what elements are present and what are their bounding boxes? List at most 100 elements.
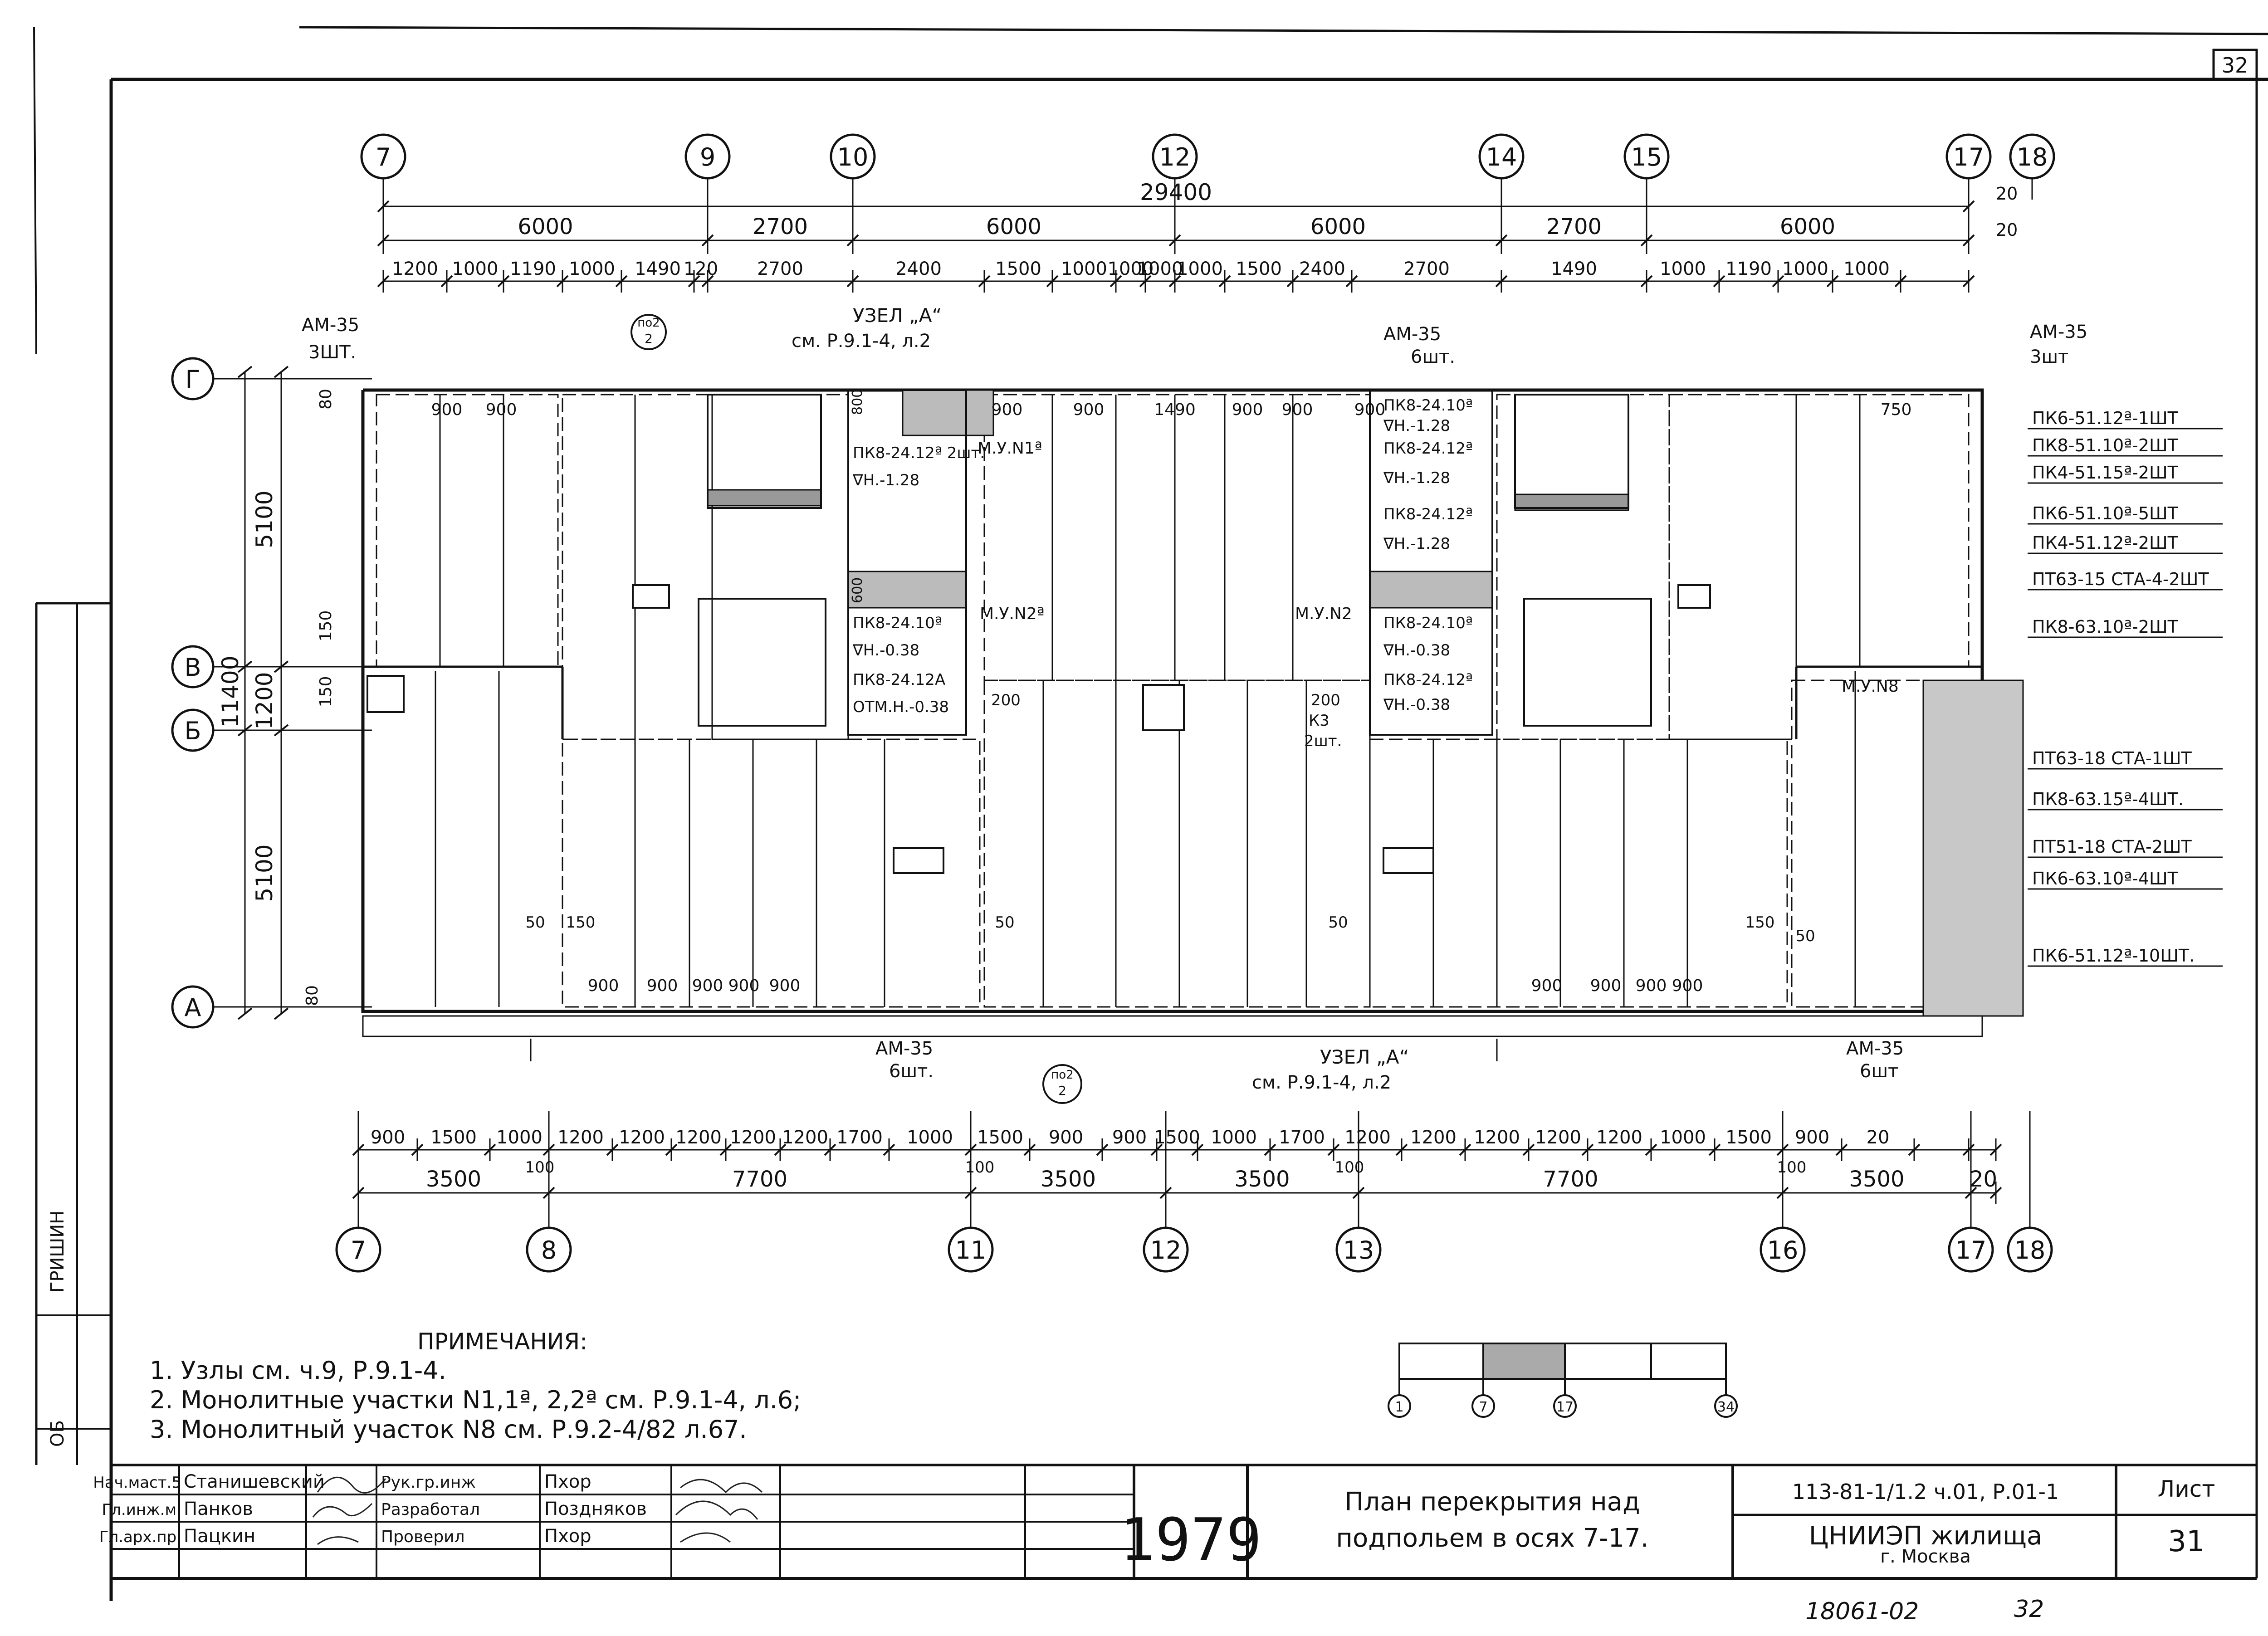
muy8: М.У.N8 [1842,677,1899,696]
bottom-900-2: 900 [692,977,723,995]
dim-bottom-row1-9: 1000 [907,1127,953,1148]
bottom-lintels [362,1015,1983,1061]
small-50-2: 50 [995,913,1014,932]
tb-city: г. Москва [1880,1546,1971,1567]
tb-name-2: Пацкин [184,1526,255,1547]
key-plan-bubble-17 [1553,1394,1577,1418]
tb-role-1: Гл.инж.м. [102,1501,182,1519]
axis-row-label-V: В [184,653,201,682]
tb-name-1: Панков [184,1499,253,1519]
dim-bottom-row1-21: 1000 [1660,1127,1706,1148]
no2-top-sub: 2 [645,331,653,346]
tb-org: ЦНИИЭП жилища [1809,1521,2042,1551]
no2-bot-label: по2 [1051,1068,1073,1082]
schedule-item-10: ПК6-63.10ª-4ШТ [2032,869,2179,889]
top-900-0: 900 [431,400,463,419]
mono-600: 600 [850,577,865,603]
tb-name2-2: Пхор [544,1526,591,1547]
axis-bottom-bubble-11 [948,1226,994,1273]
signatures [312,1476,763,1545]
am35-bl: АМ-35 [875,1038,933,1059]
schedule-item-2: ПК4-51.15ª-2ШТ [2032,463,2179,483]
dim-top-row2-14: 2400 [1299,259,1345,279]
uzel-top: УЗЕЛ „А“ [853,304,942,327]
schedule-item-7: ПТ63-18 СТА-1ШТ [2032,748,2192,768]
uzel-top-ref: см. Р.9.1-4, л.2 [792,331,931,352]
left-strip-text-ob: ОБ [47,1420,68,1447]
slab-panels [435,395,1861,1007]
axis-row-label-A: А [185,993,201,1022]
k3-top: 200 [1311,691,1340,709]
footer-num: 32 [2014,1596,2044,1623]
k3: К3 [1309,712,1330,730]
tb-name2-1: Поздняков [544,1499,647,1519]
muy2a: М.У.N2ª [980,605,1045,623]
top-900-3: 900 [1073,400,1105,419]
dim-bottom-row1-24: 20 [1867,1127,1890,1148]
tb-title-line2: подпольем в осях 7-17. [1336,1524,1648,1553]
schedule-item-8: ПК8-63.15ª-4ШТ. [2032,789,2184,809]
axis-row-bubble-V [171,645,215,689]
no2-bot-sub: 2 [1058,1083,1066,1098]
stair-left-0: ПК8-24.12ª 2шт. [853,444,985,462]
stair-right-8: ПК8-24.12ª [1383,671,1473,689]
dim-bottom-row1-23: 900 [1795,1127,1829,1148]
am35-br: АМ-35 [1846,1038,1904,1059]
bottom-900-3: 900 [728,977,760,995]
notes: ПРИМЕЧАНИЯ: 1. Узлы см. ч.9, Р.9.1-4. 2.… [150,1328,801,1444]
dim-top-right-small-2: 20 [1996,220,2018,240]
dim-top-right-small-1: 20 [1996,184,2018,204]
axis-top-bubble-9 [684,133,731,180]
tb-role2-1: Разработал [381,1500,480,1519]
top-900-1: 900 [486,400,517,419]
axis-bottom-label-12: 12 [1150,1236,1182,1265]
stair-right-labels: ПК8-24.10ª∇Н.-1.28ПК8-24.12ª∇Н.-1.28ПК8-… [1383,396,1473,714]
axis-top-bubble-15 [1623,133,1670,180]
dim-bottom-row2-4: 7700 [1543,1167,1598,1192]
dim-bottom-row1-22: 1500 [1725,1127,1772,1148]
axis-top-label-17: 17 [1953,143,1984,171]
bottom-900-5: 900 [1531,977,1563,995]
am35-tl: АМ-35 [302,315,359,336]
dim-top-total-0: 29400 [1140,179,1212,205]
axis-row-label-B: Б [184,717,201,745]
axis-top-bubble-12 [1152,133,1198,180]
axis-bottom-bubble-13 [1335,1226,1382,1273]
schedule-item-6: ПК8-63.10ª-2ШТ [2032,617,2179,637]
dim-top-row1-4: 2700 [1546,214,1602,239]
dim-bottom-small-3: 100 [1777,1158,1807,1177]
dim-top-row2-15: 2700 [1403,259,1450,279]
dim-bottom-row1-8: 1700 [836,1127,883,1148]
axis-bottom-label-16: 16 [1767,1236,1799,1265]
dim-top-row2-19: 1000 [1782,259,1828,279]
axis-bottom-label-13: 13 [1343,1236,1374,1265]
dim-bottom-row1-15: 1700 [1279,1127,1325,1148]
dim-top-row2-7: 2400 [895,259,942,279]
am35-tr: АМ-35 [2030,322,2087,342]
element-schedule: ПК6-51.12ª-1ШТПК8-51.10ª-2ШТПК4-51.15ª-2… [2028,408,2223,967]
key-plan-label-34: 34 [1717,1399,1735,1415]
stair-left-3: ∇Н.-0.38 [852,641,919,659]
stair-left-labels: ПК8-24.12ª 2шт.∇Н.-1.28ПК8-24.10ª∇Н.-0.3… [852,444,985,716]
tb-role2-0: Рук.гр.инж [381,1473,476,1492]
dim-bottom-row1-18: 1200 [1474,1127,1520,1148]
bottom-900-1: 900 [647,977,678,995]
stair-right-2: ПК8-24.12ª [1383,440,1473,458]
dim-top-row2-6: 2700 [757,259,803,279]
dim-top-row2-5: 120 [684,259,718,279]
dim-bottom-row1-16: 1200 [1344,1127,1391,1148]
dim-top-row2-13: 1500 [1236,259,1282,279]
dim-bottom-row2-6: 20 [1970,1167,1997,1192]
dim-top-row2-20: 1000 [1843,259,1890,279]
axis-top-bubble-7 [360,133,406,180]
tb-name-0: Станишевский [184,1471,325,1492]
axis-bottom-bubble-17 [1948,1226,1994,1273]
key-plan-label-1: 1 [1395,1399,1403,1415]
notes-item-3: 3. Монолитный участок N8 см. Р.9.2-4/82 … [150,1415,747,1444]
dim-bottom-row1-3: 1200 [557,1127,604,1148]
dim-top-row2-1: 1000 [452,259,499,279]
dim-bottom-row1-4: 1200 [619,1127,665,1148]
